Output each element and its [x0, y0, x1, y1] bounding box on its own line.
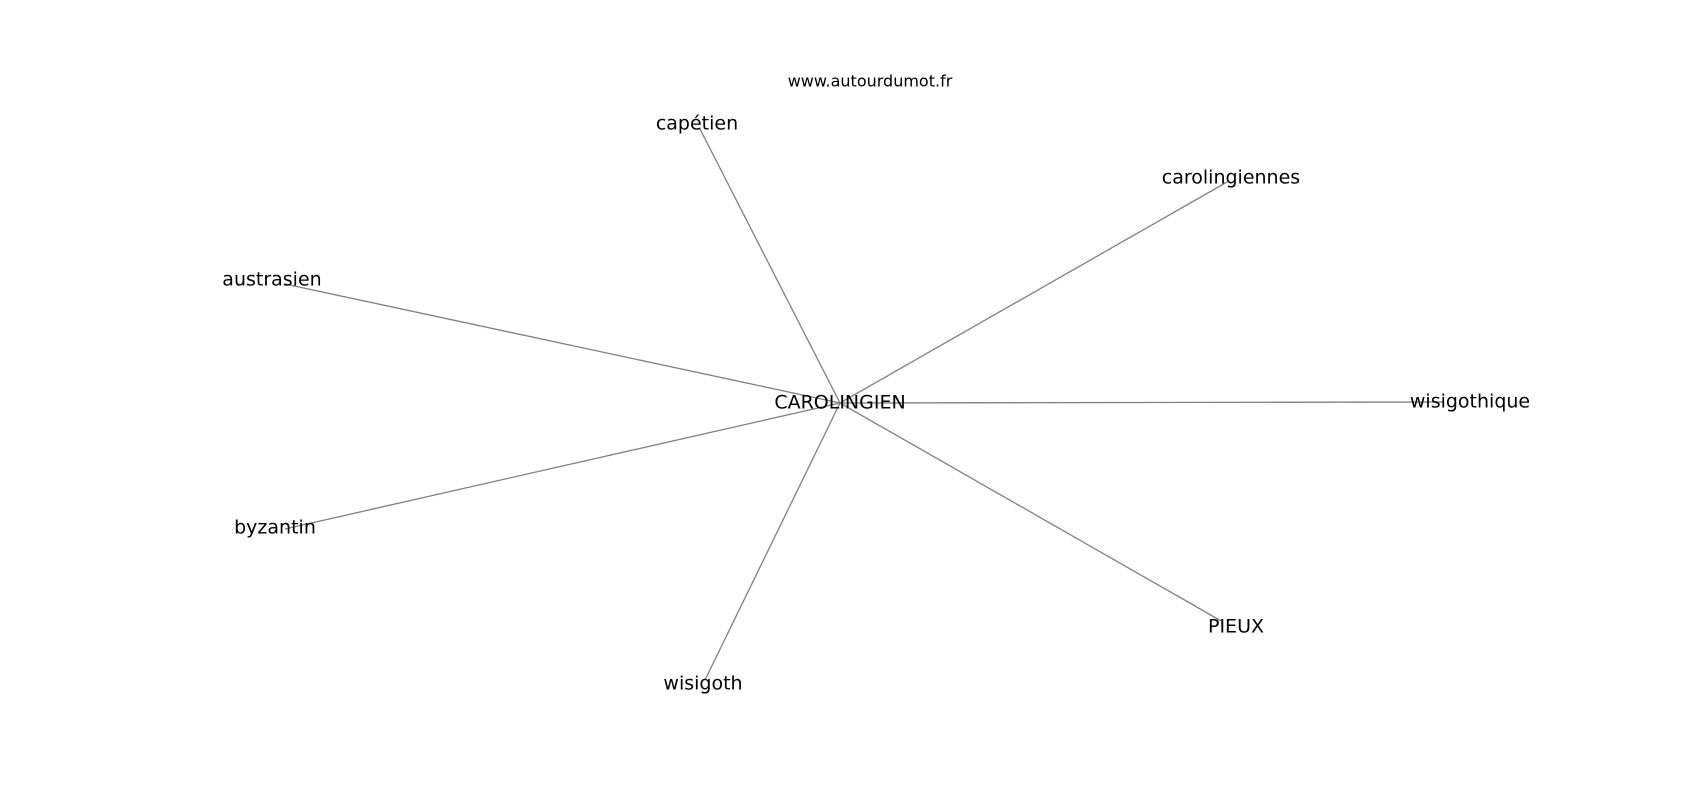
edge-wisigoth [704, 402, 841, 681]
edge-carolingiennes [839, 181, 1228, 404]
node-center-carolingien[interactable]: CAROLINGIEN [774, 392, 905, 414]
edge-byzantin [284, 402, 841, 530]
node-wisigothique[interactable]: wisigothique [1410, 391, 1530, 413]
node-byzantin[interactable]: byzantin [234, 517, 316, 539]
edge-pieux [839, 402, 1224, 623]
node-austrasien[interactable]: austrasien [222, 269, 321, 291]
graph-nodes: CAROLINGIEN capétien carolingiennes austras… [222, 113, 1530, 695]
graph-edges [284, 128, 1445, 681]
node-pieux[interactable]: PIEUX [1208, 616, 1264, 638]
edge-austrasien [284, 283, 841, 404]
node-carolingiennes[interactable]: carolingiennes [1162, 167, 1300, 189]
watermark-text: www.autourdumot.fr [788, 72, 953, 91]
node-capetien[interactable]: capétien [656, 113, 738, 135]
edge-capetien [699, 128, 841, 404]
node-wisigoth[interactable]: wisigoth [663, 673, 742, 695]
edge-wisigothique [839, 401, 1445, 404]
